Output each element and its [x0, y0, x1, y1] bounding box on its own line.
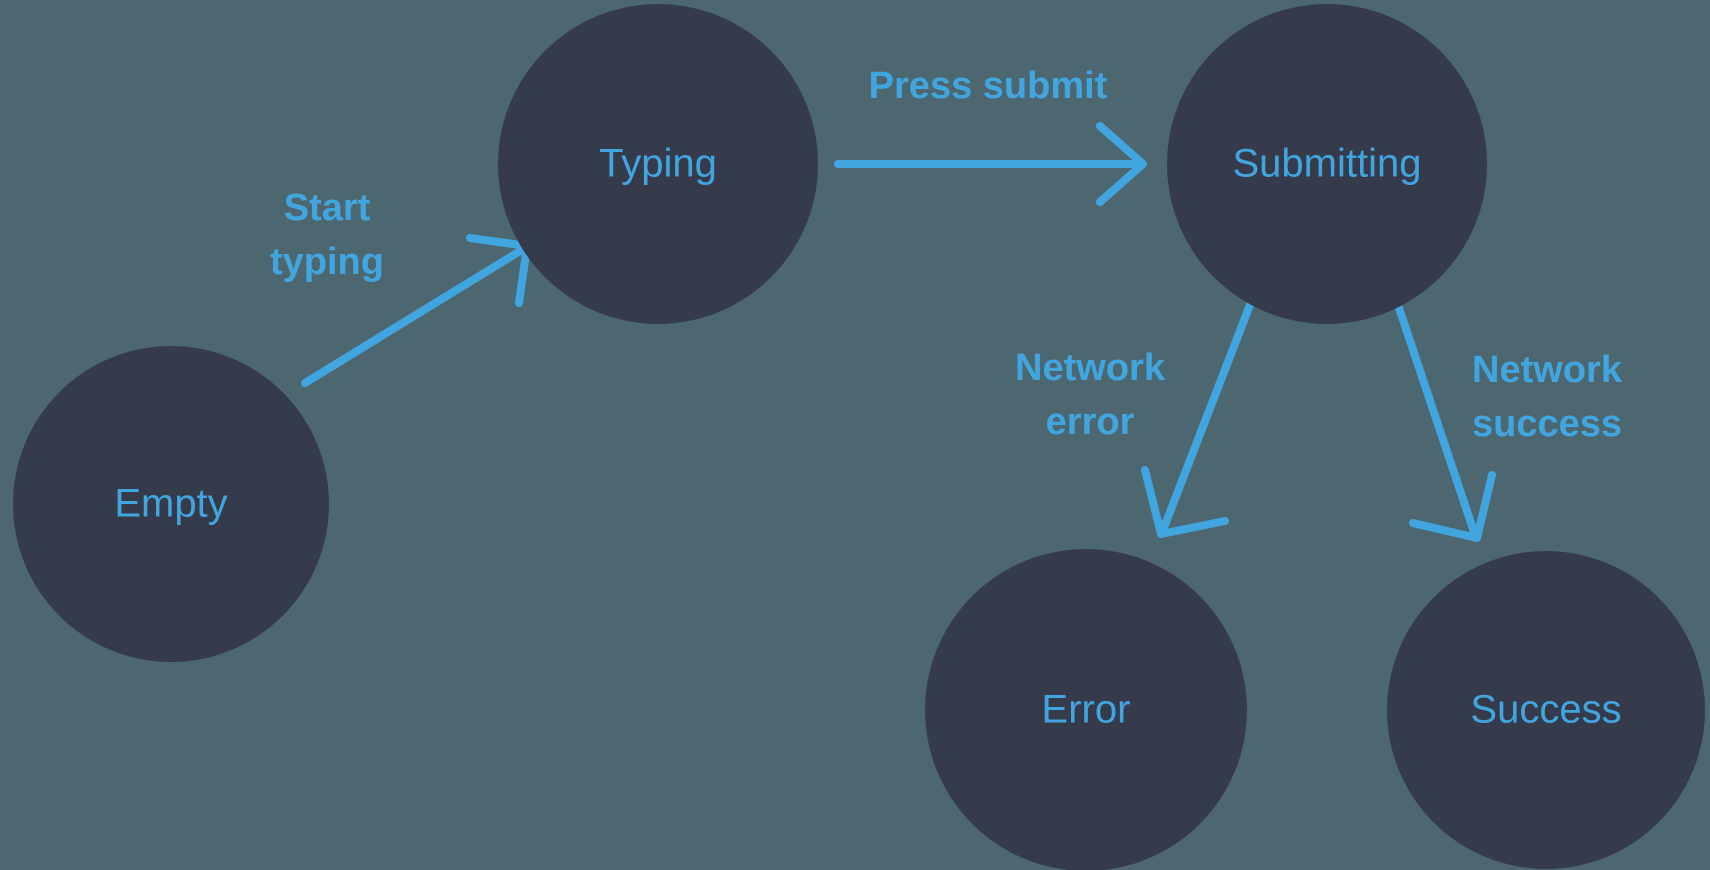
transition-start-typing: Start typing — [270, 187, 531, 387]
arrowhead-icon-start-typing — [466, 234, 531, 307]
state-node-typing[interactable]: Typing — [498, 4, 818, 324]
transition-line-network-success — [1394, 301, 1479, 539]
transition-label-line: Network — [1472, 349, 1623, 391]
transition-label-line: success — [1472, 403, 1622, 445]
state-circle-success[interactable] — [1387, 551, 1705, 869]
transition-label-line: typing — [270, 241, 384, 283]
transition-label-press-submit: Press submit — [869, 65, 1108, 107]
transition-press-submit: Press submit — [834, 65, 1147, 206]
state-circle-submitting[interactable] — [1167, 4, 1487, 324]
transition-line-start-typing — [301, 244, 529, 387]
arrowhead-icon-network-success — [1409, 471, 1496, 542]
state-node-error[interactable]: Error — [925, 549, 1247, 870]
arrowhead-icon-press-submit — [1096, 122, 1147, 206]
state-label-typing: Typing — [599, 142, 717, 186]
state-label-error: Error — [1042, 688, 1131, 732]
state-label-empty: Empty — [114, 482, 227, 526]
transition-label-line: Press submit — [869, 65, 1108, 107]
arrowhead-icon-network-error — [1141, 466, 1229, 538]
transition-network-error: Network error — [1015, 301, 1254, 538]
state-circle-empty[interactable] — [13, 346, 329, 662]
transition-label-line: error — [1046, 401, 1135, 443]
state-circle-error[interactable] — [925, 549, 1247, 870]
transition-line-network-error — [1159, 301, 1254, 534]
state-node-success[interactable]: Success — [1387, 551, 1705, 869]
transition-network-success: Network success — [1394, 301, 1623, 542]
transition-label-start-typing: Start typing — [270, 187, 384, 283]
state-label-submitting: Submitting — [1233, 142, 1422, 186]
transition-label-line: Network — [1015, 347, 1166, 389]
transition-label-line: Start — [284, 187, 371, 229]
state-label-success: Success — [1470, 688, 1621, 732]
state-node-submitting[interactable]: Submitting — [1167, 4, 1487, 324]
state-node-empty[interactable]: Empty — [13, 346, 329, 662]
state-circle-typing[interactable] — [498, 4, 818, 324]
transition-label-network-error: Network error — [1015, 347, 1166, 443]
transition-label-network-success: Network success — [1472, 349, 1623, 445]
